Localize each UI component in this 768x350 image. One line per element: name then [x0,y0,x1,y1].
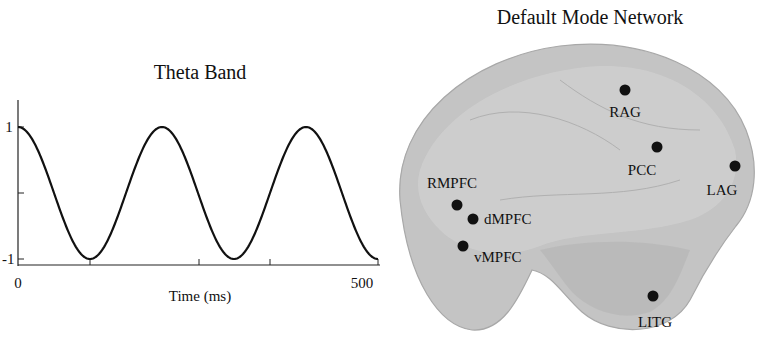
brain-illustration [400,44,755,330]
region-dot [452,200,463,211]
axis-tick [18,193,24,194]
axis-tick [270,259,271,265]
region-label: dMPFC [484,211,532,228]
y-axis [17,100,18,266]
sine-wave [18,127,378,259]
axis-value: 1 [5,119,13,136]
brain-sulci [470,80,700,200]
region-dot [468,214,479,225]
region-label: RAG [609,104,641,121]
region-dot [458,241,469,252]
axis-title: Time (ms) [169,288,231,305]
brain-hemisphere [418,66,736,253]
axis-value: 0 [14,275,22,292]
brain-outline [400,44,755,330]
axis-value: 500 [351,275,374,292]
region-label: PCC [628,162,656,179]
axis-tick [199,259,200,265]
region-dot [730,161,741,172]
axis-value: -1 [2,251,15,268]
region-label: LITG [638,314,672,331]
region-label: RMPFC [427,175,477,192]
region-dot [652,142,663,153]
region-label: vMPFC [474,249,522,266]
region-dot [620,85,631,96]
axis-tick [18,259,24,260]
theta-plot [18,100,380,266]
panel-title: Theta Band [154,61,247,83]
temporal-lobe [540,242,690,316]
region-label: LAG [707,182,738,199]
panel-title: Default Mode Network [497,6,684,28]
region-dot [648,291,659,302]
